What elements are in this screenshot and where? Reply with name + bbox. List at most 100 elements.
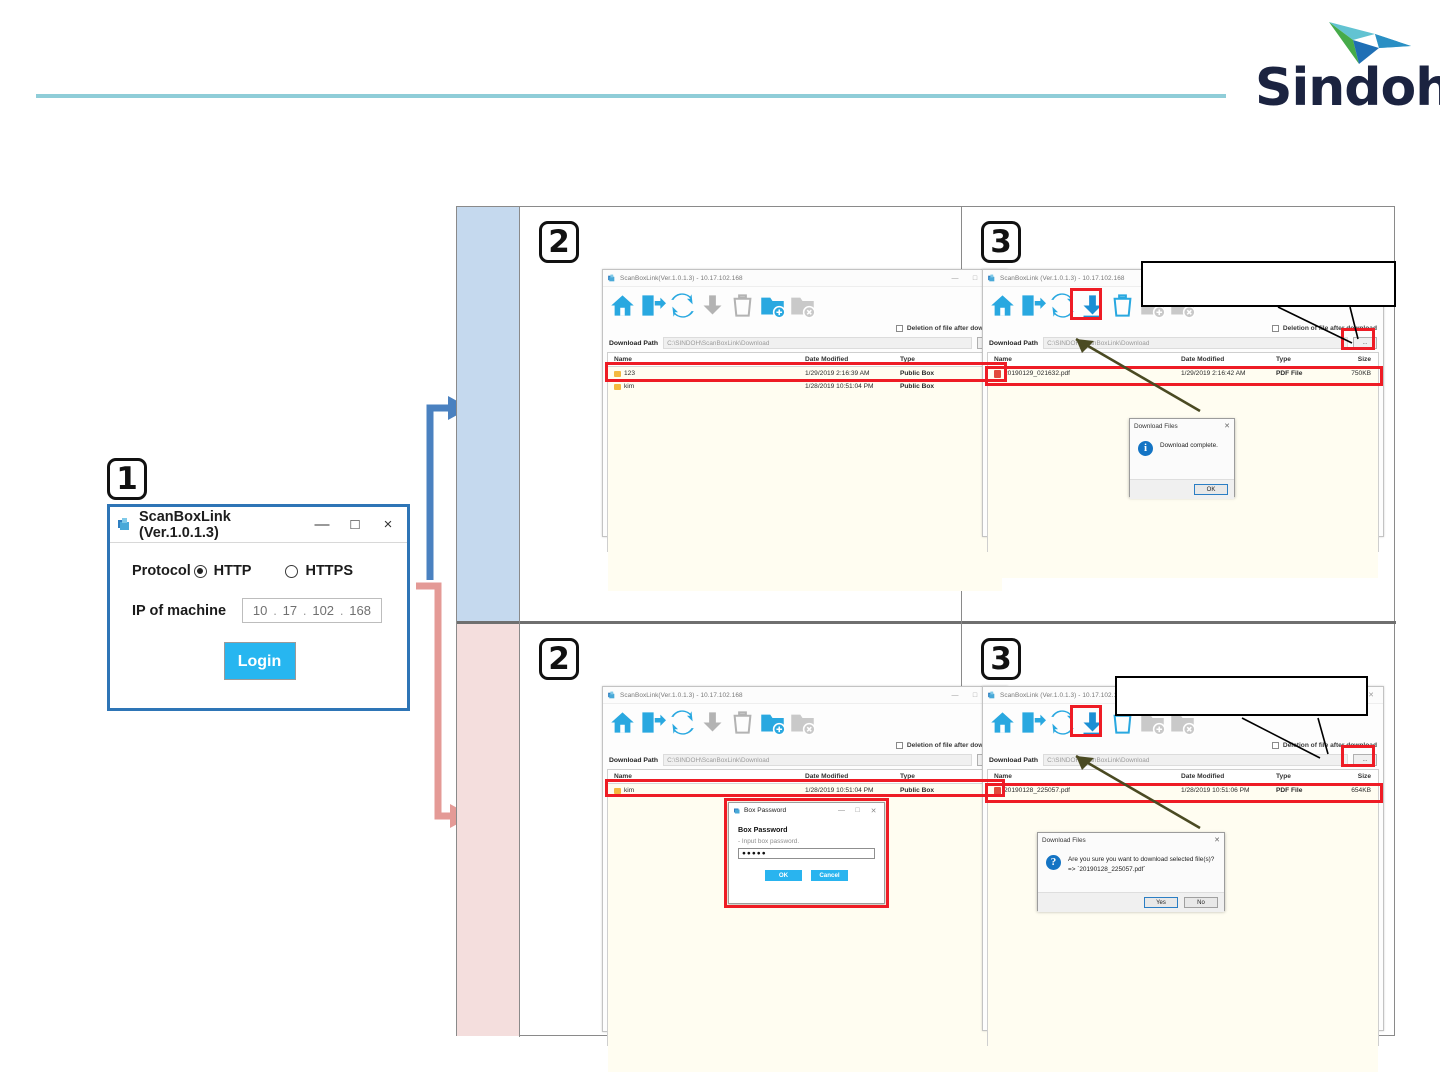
remove-folder-icon[interactable] [1169,709,1196,736]
titlebar: ScanBoxLink(Ver.1.0.1.3) - 10.17.102.168… [603,270,1007,287]
delete-after-download-checkbox[interactable] [895,741,903,749]
window-title: ScanBoxLink(Ver.1.0.1.3) - 10.17.102.168 [620,691,743,699]
ip-octet-3[interactable]: 102 [312,603,335,618]
close-icon[interactable]: ✕ [1224,423,1230,430]
download-path-input[interactable]: C:\SINDOH\ScanBoxLink\Download [1043,754,1348,766]
table-row[interactable]: kim 1/28/2019 10:51:04 PM Public Box [608,784,1002,797]
close-button[interactable]: × [383,516,393,533]
ok-button[interactable]: OK [765,870,802,881]
download-icon[interactable] [1079,709,1106,736]
delete-after-download-option[interactable]: Deletion of file after download [603,321,1007,335]
close-button[interactable]: ✕ [1368,692,1374,699]
delete-after-download-label: Deletion of file after download [1282,741,1377,749]
table-row[interactable]: 20190128_225057.pdf 1/28/2019 10:51:06 P… [988,784,1378,797]
add-folder-icon[interactable] [759,292,786,319]
col-type: Type [1276,773,1291,780]
maximize-button[interactable]: □ [350,516,360,533]
trash-icon[interactable] [729,709,756,736]
home-icon[interactable] [609,292,636,319]
browse-button[interactable]: ... [1353,754,1377,766]
logout-icon[interactable] [1019,709,1046,736]
download-icon[interactable] [1079,292,1106,319]
ip-sep-2: . [302,603,307,618]
logout-icon[interactable] [639,709,666,736]
no-button[interactable]: No [1184,897,1218,908]
ok-button[interactable]: OK [1194,484,1228,495]
logout-icon[interactable] [1019,292,1046,319]
row-date: 1/28/2019 10:51:06 PM [1181,787,1250,794]
ip-label: IP of machine [132,602,227,619]
add-folder-icon[interactable] [1139,709,1166,736]
refresh-icon[interactable] [1049,709,1076,736]
close-button[interactable]: ✕ [870,807,877,815]
delete-after-download-option[interactable]: Deletion of file after download [603,738,1007,752]
maximize-button[interactable]: □ [972,691,978,699]
download-path-input[interactable]: C:\SINDOH\ScanBoxLink\Download [1043,337,1348,349]
table-row[interactable]: 20190129_021632.pdf 1/29/2019 2:16:42 AM… [988,367,1378,380]
refresh-icon[interactable] [669,709,696,736]
add-folder-icon[interactable] [759,709,786,736]
callout-box-top [1141,261,1396,307]
remove-folder-icon[interactable] [789,292,816,319]
home-icon[interactable] [989,292,1016,319]
download-path-label: Download Path [989,339,1039,347]
trash-icon[interactable] [1109,292,1136,319]
table-row[interactable]: kim 1/28/2019 10:51:04 PM Public Box [608,380,1002,393]
row-date: 1/28/2019 10:51:04 PM [805,383,874,390]
ip-input[interactable]: 10 . 17 . 102 . 168 [242,598,382,623]
ip-octet-4[interactable]: 168 [349,603,371,618]
password-input[interactable]: ●●●●● [738,848,875,859]
download-path-input[interactable]: C:\SINDOH\ScanBoxLink\Download [663,754,972,766]
col-date: Date Modified [805,773,849,780]
trash-icon[interactable] [729,292,756,319]
radio-https-label: HTTPS [305,563,353,579]
refresh-icon[interactable] [1049,292,1076,319]
browse-button[interactable]: ... [1353,337,1377,349]
minimize-button[interactable]: — [951,691,959,699]
radio-https[interactable]: HTTPS [285,563,353,579]
cancel-button[interactable]: Cancel [811,870,848,881]
minimize-button[interactable]: — [951,274,959,282]
home-icon[interactable] [989,709,1016,736]
dialog-message-line2: => `20190128_225057.pdf` [1068,865,1146,873]
grid-vertical-divider-2 [961,207,962,1037]
delete-after-download-checkbox[interactable] [1271,741,1279,749]
delete-after-download-checkbox[interactable] [895,324,903,332]
col-size: Size [1357,356,1371,363]
protocol-label: Protocol [132,563,191,579]
delete-after-download-option[interactable]: Deletion of file after download [983,321,1383,335]
delete-after-download-checkbox[interactable] [1271,324,1279,332]
col-name: Name [994,356,1012,363]
download-icon[interactable] [699,709,726,736]
ip-octet-2[interactable]: 17 [282,603,298,618]
minimize-button[interactable]: — [838,807,845,814]
delete-after-download-option[interactable]: Deletion of file after download [983,738,1383,752]
home-icon[interactable] [609,709,636,736]
delete-after-download-label: Deletion of file after download [906,741,1001,749]
list-header: Name Date Modified Type Size [608,770,1002,784]
minimize-button[interactable]: — [314,516,330,533]
download-path-row: Download Path C:\SINDOH\ScanBoxLink\Down… [603,335,1007,352]
scanboxlink-window-top-left: ScanBoxLink(Ver.1.0.1.3) - 10.17.102.168… [602,269,1008,591]
maximize-button[interactable]: □ [855,807,860,814]
ip-octet-1[interactable]: 10 [252,603,268,618]
list-header: Name Date Modified Type Size [608,353,1002,367]
refresh-icon[interactable] [669,292,696,319]
download-path-input[interactable]: C:\SINDOH\ScanBoxLink\Download [663,337,972,349]
remove-folder-icon[interactable] [789,709,816,736]
panel-bottom-right: 3 ScanBoxLink (Ver.1.0.1.3) - 10.17.102.… [962,624,1396,1072]
radio-http[interactable]: HTTP [193,563,251,579]
login-button[interactable]: Login [223,642,296,680]
col-name: Name [994,773,1012,780]
logout-icon[interactable] [639,292,666,319]
maximize-button[interactable]: □ [972,274,978,282]
dialog-footer: OK [1130,479,1234,499]
toolbar [603,287,1007,321]
download-icon[interactable] [699,292,726,319]
dialog-title: Box Password [744,807,787,814]
close-icon[interactable]: ✕ [1214,837,1220,844]
table-row[interactable]: 123 1/29/2019 2:16:39 AM Public Box [608,367,1002,380]
yes-button[interactable]: Yes [1144,897,1178,908]
radio-http-indicator[interactable] [193,564,207,578]
radio-https-indicator[interactable] [285,564,299,578]
